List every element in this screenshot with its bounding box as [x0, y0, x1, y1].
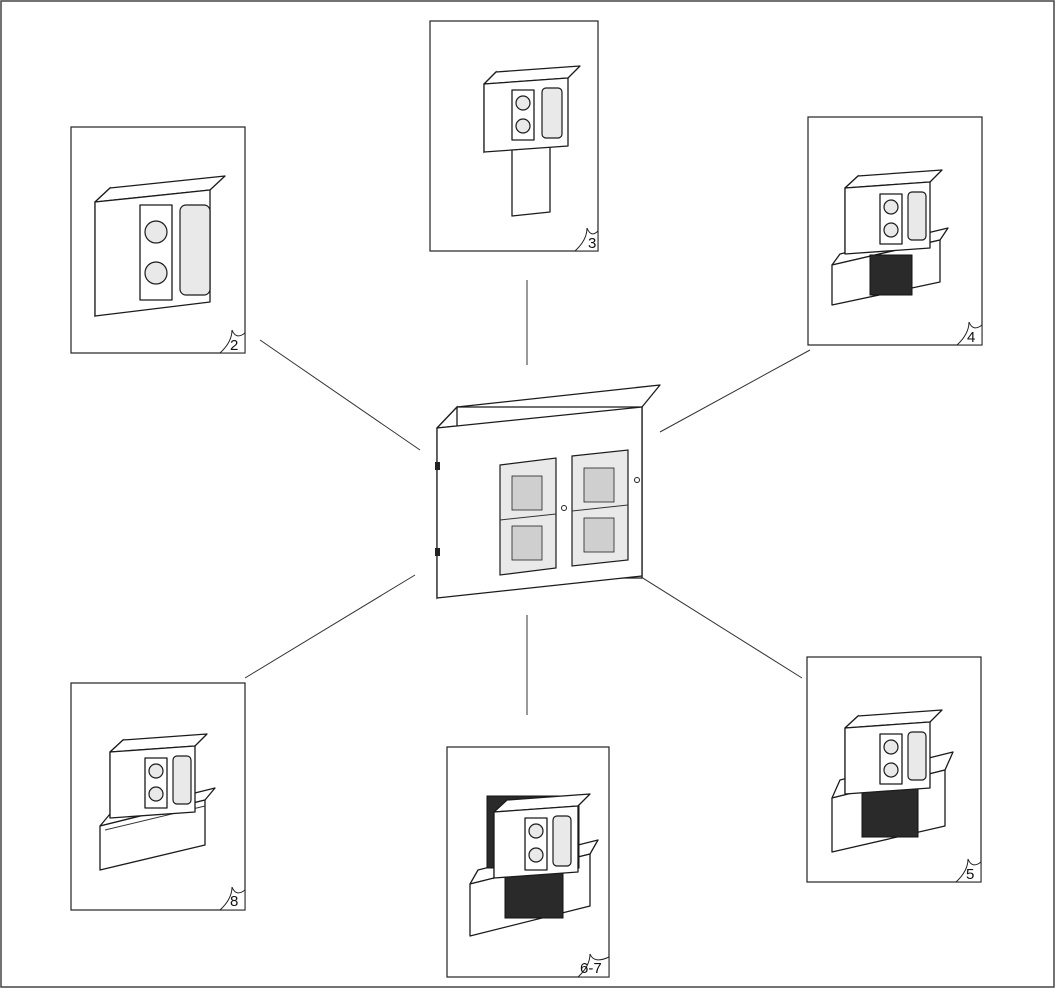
- panel-8-curl: [218, 886, 246, 911]
- panel-4-label: 4: [967, 329, 975, 346]
- box-on-pole-icon: [483, 65, 581, 217]
- panel-8: 8: [70, 682, 246, 911]
- panel-5-label: 5: [966, 866, 974, 883]
- connector-5: [629, 569, 803, 679]
- panel-5-curl: [954, 858, 982, 883]
- box-on-small-trunking-icon: [99, 733, 216, 871]
- surface-box-with-sockets-icon: [94, 175, 226, 318]
- panel-8-label: 8: [230, 893, 238, 910]
- center-double-box-icon: [435, 384, 661, 600]
- box-on-trunking-icon: [831, 169, 949, 306]
- panel-6-7: 6-7: [446, 746, 610, 978]
- panel-5: 5: [806, 656, 982, 883]
- connector-2: [259, 339, 421, 451]
- panel-3-curl: [573, 227, 599, 252]
- panel-3-label: 3: [588, 235, 596, 252]
- panel-2-label: 2: [230, 337, 238, 354]
- panel-3: 3: [429, 20, 599, 252]
- panel-2: 2: [70, 126, 246, 354]
- connector-8: [244, 574, 416, 679]
- connector-lines: [244, 280, 811, 715]
- panel-4-curl: [955, 321, 983, 346]
- panel-6-7-label: 6-7: [580, 960, 602, 977]
- panel-2-curl: [218, 329, 246, 354]
- connector-4: [659, 349, 811, 433]
- panel-4: 4: [807, 116, 983, 346]
- panel-6-7-curl: [576, 953, 610, 978]
- box-on-trunking-backplate-icon: [469, 793, 599, 937]
- box-on-trunking-wide-icon: [831, 709, 954, 853]
